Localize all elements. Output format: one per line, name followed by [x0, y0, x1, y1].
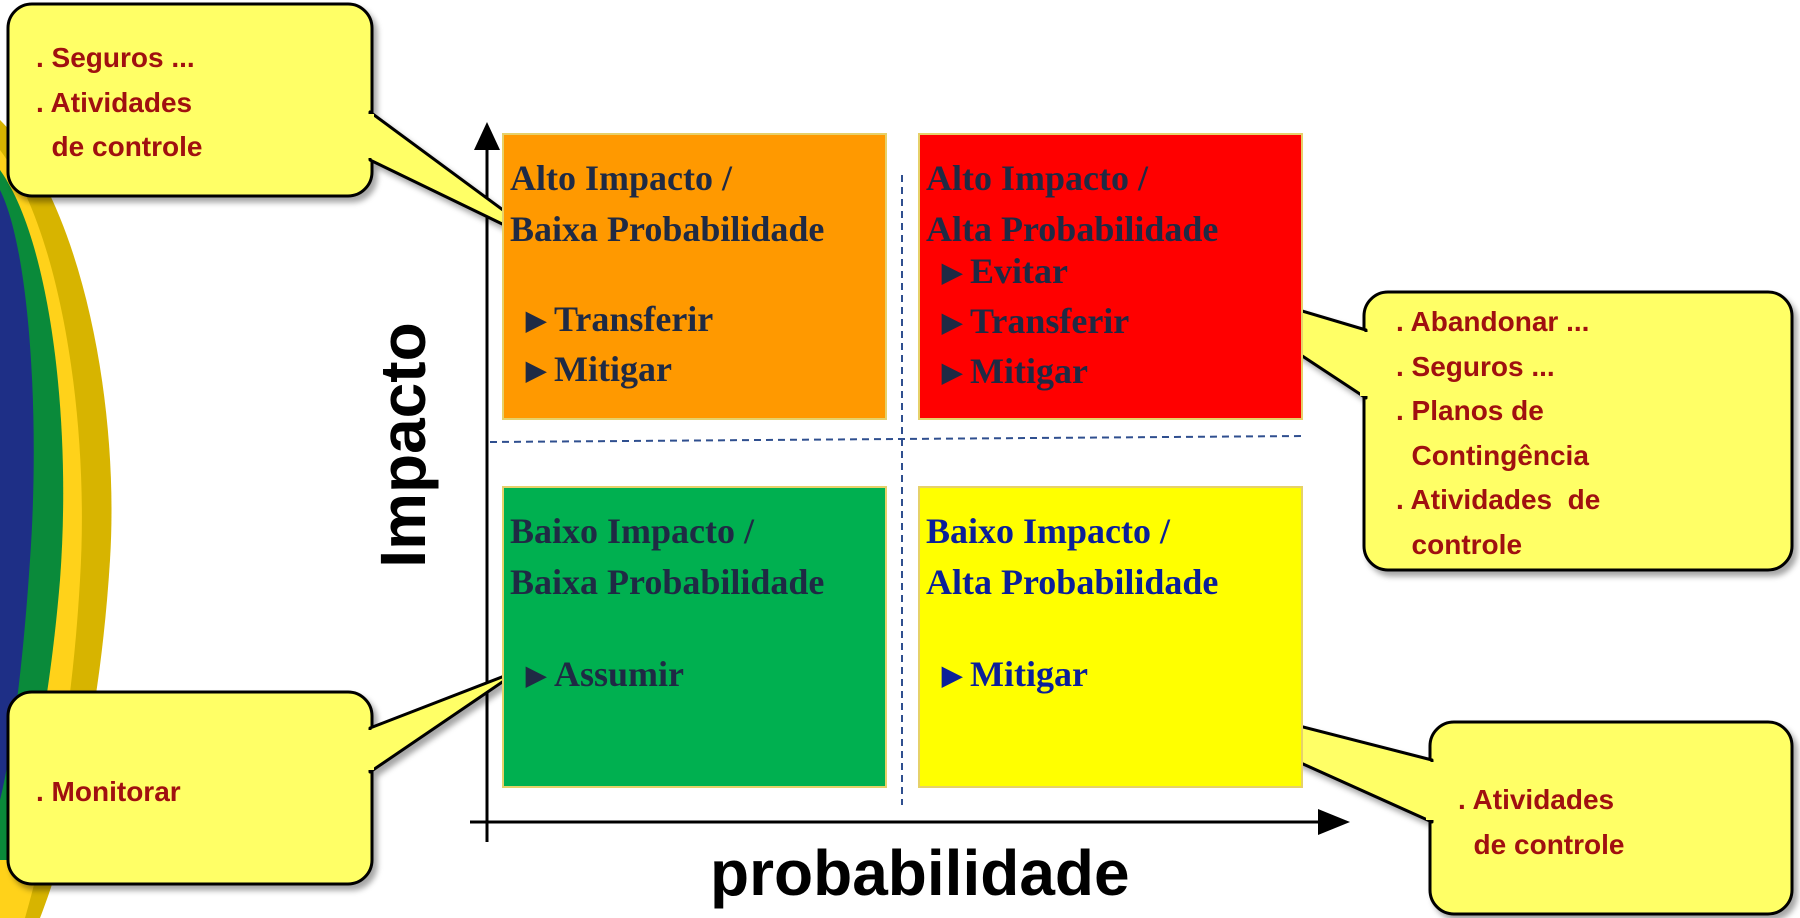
quadrant-title-line: Alto Impacto /: [926, 158, 1148, 198]
action-label: Mitigar: [970, 654, 1088, 694]
callout-line: controle: [1396, 528, 1523, 560]
action-label: Transferir: [554, 299, 714, 339]
action-list: ▶ Assumir: [526, 650, 684, 700]
y-axis: [474, 122, 500, 842]
y-axis-label: Impacto: [367, 322, 439, 568]
callout-right: . Abandonar ... . Seguros ... . Planos d…: [1396, 300, 1600, 567]
callout-top-left: . Seguros ... . Atividades de controle: [36, 36, 202, 170]
action-item: ▶ Evitar: [942, 247, 1129, 297]
action-label: Assumir: [554, 654, 685, 694]
quadrant-high-impact-low-probability: Alto Impacto / Baixa Probabilidade ▶ Tran…: [502, 133, 887, 420]
action-label: Transferir: [970, 301, 1130, 341]
bullet-arrow-icon: ▶: [942, 358, 962, 387]
action-list: ▶ Mitigar: [942, 650, 1088, 700]
action-item: ▶ Transferir: [526, 295, 713, 345]
bullet-arrow-icon: ▶: [942, 661, 962, 690]
quadrant-low-impact-low-probability: Baixo Impacto / Baixa Probabilidade ▶ Ass…: [502, 486, 887, 788]
horizontal-divider: [489, 435, 1306, 443]
quadrant-title: Alto Impacto / Alta Probabilidade: [926, 153, 1218, 255]
quadrant-title-line: Alta Probabilidade: [926, 209, 1219, 249]
quadrant-title-line: Alta Probabilidade: [926, 562, 1219, 602]
action-list: ▶ Evitar ▶ Transferir ▶ Mitigar: [942, 247, 1129, 397]
callout-line: Contingência: [1396, 439, 1589, 471]
callout-line: de controle: [36, 131, 203, 162]
callout-bottom-right: . Atividades de controle: [1458, 778, 1624, 867]
callout-line: . Atividades: [1458, 784, 1615, 815]
callout-line: . Seguros ...: [1396, 350, 1555, 382]
action-item: ▶ Transferir: [942, 297, 1129, 347]
quadrant-title-line: Alto Impacto /: [510, 158, 732, 198]
callout-line: . Atividades de: [1396, 484, 1601, 515]
action-item: ▶ Mitigar: [942, 650, 1088, 700]
bullet-arrow-icon: ▶: [526, 306, 546, 335]
callout-bottom-left-shape: [6, 668, 522, 886]
action-item: ▶ Mitigar: [942, 347, 1129, 397]
quadrant-title: Baixo Impacto / Alta Probabilidade: [926, 506, 1218, 608]
callout-line: . Abandonar ...: [1396, 306, 1590, 337]
callout-line: de controle: [1458, 828, 1625, 860]
callout-bottom-left: . Monitorar: [36, 770, 181, 815]
quadrant-title-line: Baixa Probabilidade: [510, 562, 825, 602]
action-label: Mitigar: [970, 351, 1088, 391]
bullet-arrow-icon: ▶: [942, 258, 962, 287]
callout-line: . Seguros ...: [36, 42, 195, 73]
quadrant-title: Baixo Impacto / Baixa Probabilidade: [510, 506, 824, 608]
callout-line: . Planos de: [1396, 395, 1544, 426]
quadrant-title-line: Baixa Probabilidade: [510, 209, 825, 249]
action-label: Mitigar: [554, 349, 672, 389]
bullet-arrow-icon: ▶: [526, 356, 546, 385]
x-axis: [470, 809, 1350, 835]
quadrant-low-impact-high-probability: Baixo Impacto / Alta Probabilidade ▶ Miti…: [918, 486, 1303, 788]
bullet-arrow-icon: ▶: [526, 661, 546, 690]
action-label: Evitar: [970, 251, 1068, 291]
bullet-arrow-icon: ▶: [942, 308, 962, 337]
action-list: ▶ Transferir ▶ Mitigar: [526, 295, 713, 395]
callout-line: . Atividades: [36, 86, 193, 118]
callout-line: . Monitorar: [36, 776, 181, 807]
x-axis-label: probabilidade: [710, 837, 1130, 909]
quadrant-title: Alto Impacto / Baixa Probabilidade: [510, 153, 824, 255]
quadrant-title-line: Baixo Impacto /: [926, 511, 1171, 551]
quadrant-high-impact-high-probability: Alto Impacto / Alta Probabilidade ▶ Evita…: [918, 133, 1303, 420]
action-item: ▶ Mitigar: [526, 345, 713, 395]
action-item: ▶ Assumir: [526, 650, 684, 700]
quadrant-title-line: Baixo Impacto /: [510, 511, 755, 551]
